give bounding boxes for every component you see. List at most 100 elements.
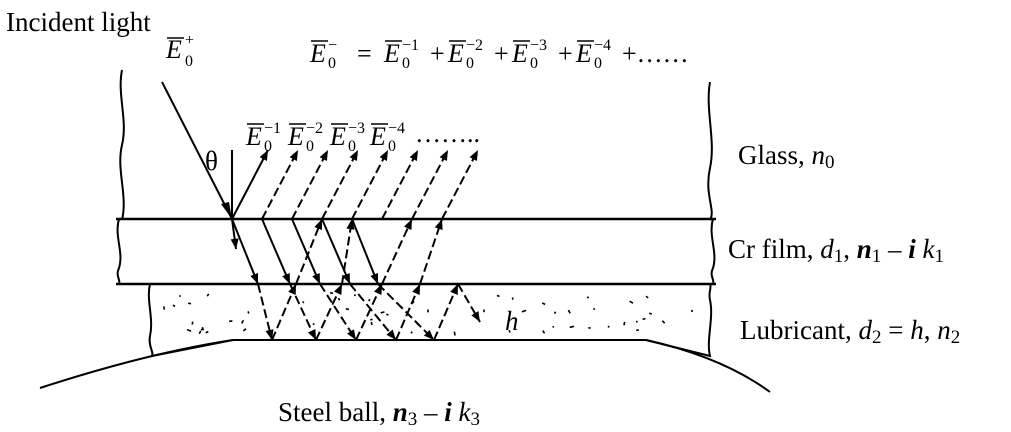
speckle (496, 294, 500, 298)
internal-ray-6 (289, 283, 317, 341)
plus-sign: + (558, 39, 573, 68)
plus-sign: + (430, 39, 445, 68)
field-base: E (511, 39, 528, 68)
glass-label: Glass, n0 (738, 140, 835, 173)
interference-rays (230, 149, 481, 341)
reflected-ray-8 (441, 149, 479, 220)
internal-ray-12 (381, 218, 413, 285)
field-base: E (309, 39, 326, 68)
reflected-ray-8-arrowhead (469, 150, 478, 161)
speckle (541, 302, 546, 306)
internal-ray-16-arrowhead (434, 219, 443, 230)
internal-ray-1-arrowhead (250, 273, 258, 284)
reflected-tail: …….. (415, 119, 480, 148)
speckle (337, 297, 341, 301)
field-base: E (575, 39, 592, 68)
internal-ray-17 (351, 218, 379, 285)
steel-ball-surface (39, 339, 771, 393)
field-sub: 0 (306, 138, 314, 155)
field-base: E (329, 122, 346, 151)
incident-light-label: Incident light (6, 7, 151, 37)
transmitted-ray-arrowhead (230, 238, 239, 249)
speckle (162, 306, 166, 310)
speckle (410, 331, 413, 334)
internal-ray-14 (349, 283, 397, 341)
internal-ray-10 (319, 283, 357, 341)
speckle (567, 309, 571, 314)
internal-ray-9 (291, 218, 321, 285)
plus-sign: + (494, 39, 509, 68)
field-sup: −2 (466, 37, 483, 54)
field-sup: −4 (594, 37, 611, 54)
internal-ray-5-arrowhead (282, 273, 290, 284)
lubricant-region (147, 283, 713, 358)
field-base: E (287, 122, 304, 151)
speckle (661, 320, 666, 324)
internal-ray-19 (433, 283, 459, 341)
speckle (521, 309, 527, 313)
reflected-ray-7-arrowhead (439, 150, 448, 161)
speckle (645, 295, 649, 299)
internal-ray-4 (295, 218, 323, 285)
internal-ray-13-arrowhead (342, 273, 350, 284)
internal-ray-17-arrowhead (370, 273, 378, 284)
equation-tail: +…… (622, 39, 689, 68)
internal-ray-3 (271, 283, 297, 341)
field-sub: 0 (594, 55, 602, 72)
field-sup: − (328, 37, 337, 54)
incident-ray (161, 81, 233, 220)
internal-ray-1 (231, 218, 259, 285)
field-sub: 0 (530, 55, 538, 72)
incident-ray-arrowhead (221, 202, 232, 219)
reflected-ray-3 (291, 149, 329, 220)
internal-ray-20-arrowhead (471, 311, 480, 322)
field-sub: 0 (466, 55, 474, 72)
speckle (385, 313, 389, 316)
reflected-ray-6 (381, 149, 419, 220)
field-sup: −1 (264, 120, 281, 137)
field-sup: −3 (530, 37, 547, 54)
field-sup: −4 (388, 120, 405, 137)
speckle (198, 330, 202, 335)
equals-sign: = (357, 39, 372, 68)
reflected-ray-7 (411, 149, 449, 220)
reflected-ray-5 (351, 149, 389, 220)
speckle (592, 307, 596, 311)
svg-text:+: + (185, 32, 194, 49)
internal-ray-15-arrowhead (412, 284, 420, 295)
cr-film-label: Cr film, d1, n1 – i k1 (728, 234, 944, 267)
incident-field-symbol: E 0 + (165, 32, 194, 70)
field-sup: −3 (348, 120, 365, 137)
internal-ray-8 (341, 218, 353, 285)
field-base: E (383, 39, 400, 68)
speckle (345, 307, 350, 311)
field-base: E (369, 122, 386, 151)
field-sub: 0 (264, 138, 272, 155)
internal-ray-18 (377, 283, 435, 341)
internal-ray-14-arrowhead (386, 329, 396, 340)
internal-ray-18-arrowhead (423, 329, 434, 340)
field-base: E (447, 39, 464, 68)
internal-ray-15 (395, 283, 421, 341)
internal-ray-9-arrowhead (312, 273, 320, 284)
internal-ray-5 (261, 218, 291, 285)
glass-right-edge (707, 81, 713, 221)
lubricant-speckles (162, 292, 694, 336)
internal-ray-11 (355, 283, 383, 341)
speckle (370, 321, 373, 326)
speckle (186, 328, 192, 332)
speckle (453, 331, 456, 336)
speckle (247, 311, 250, 314)
internal-ray-12-arrowhead (404, 219, 412, 230)
svg-text:0: 0 (185, 53, 193, 70)
speckle (623, 321, 626, 326)
